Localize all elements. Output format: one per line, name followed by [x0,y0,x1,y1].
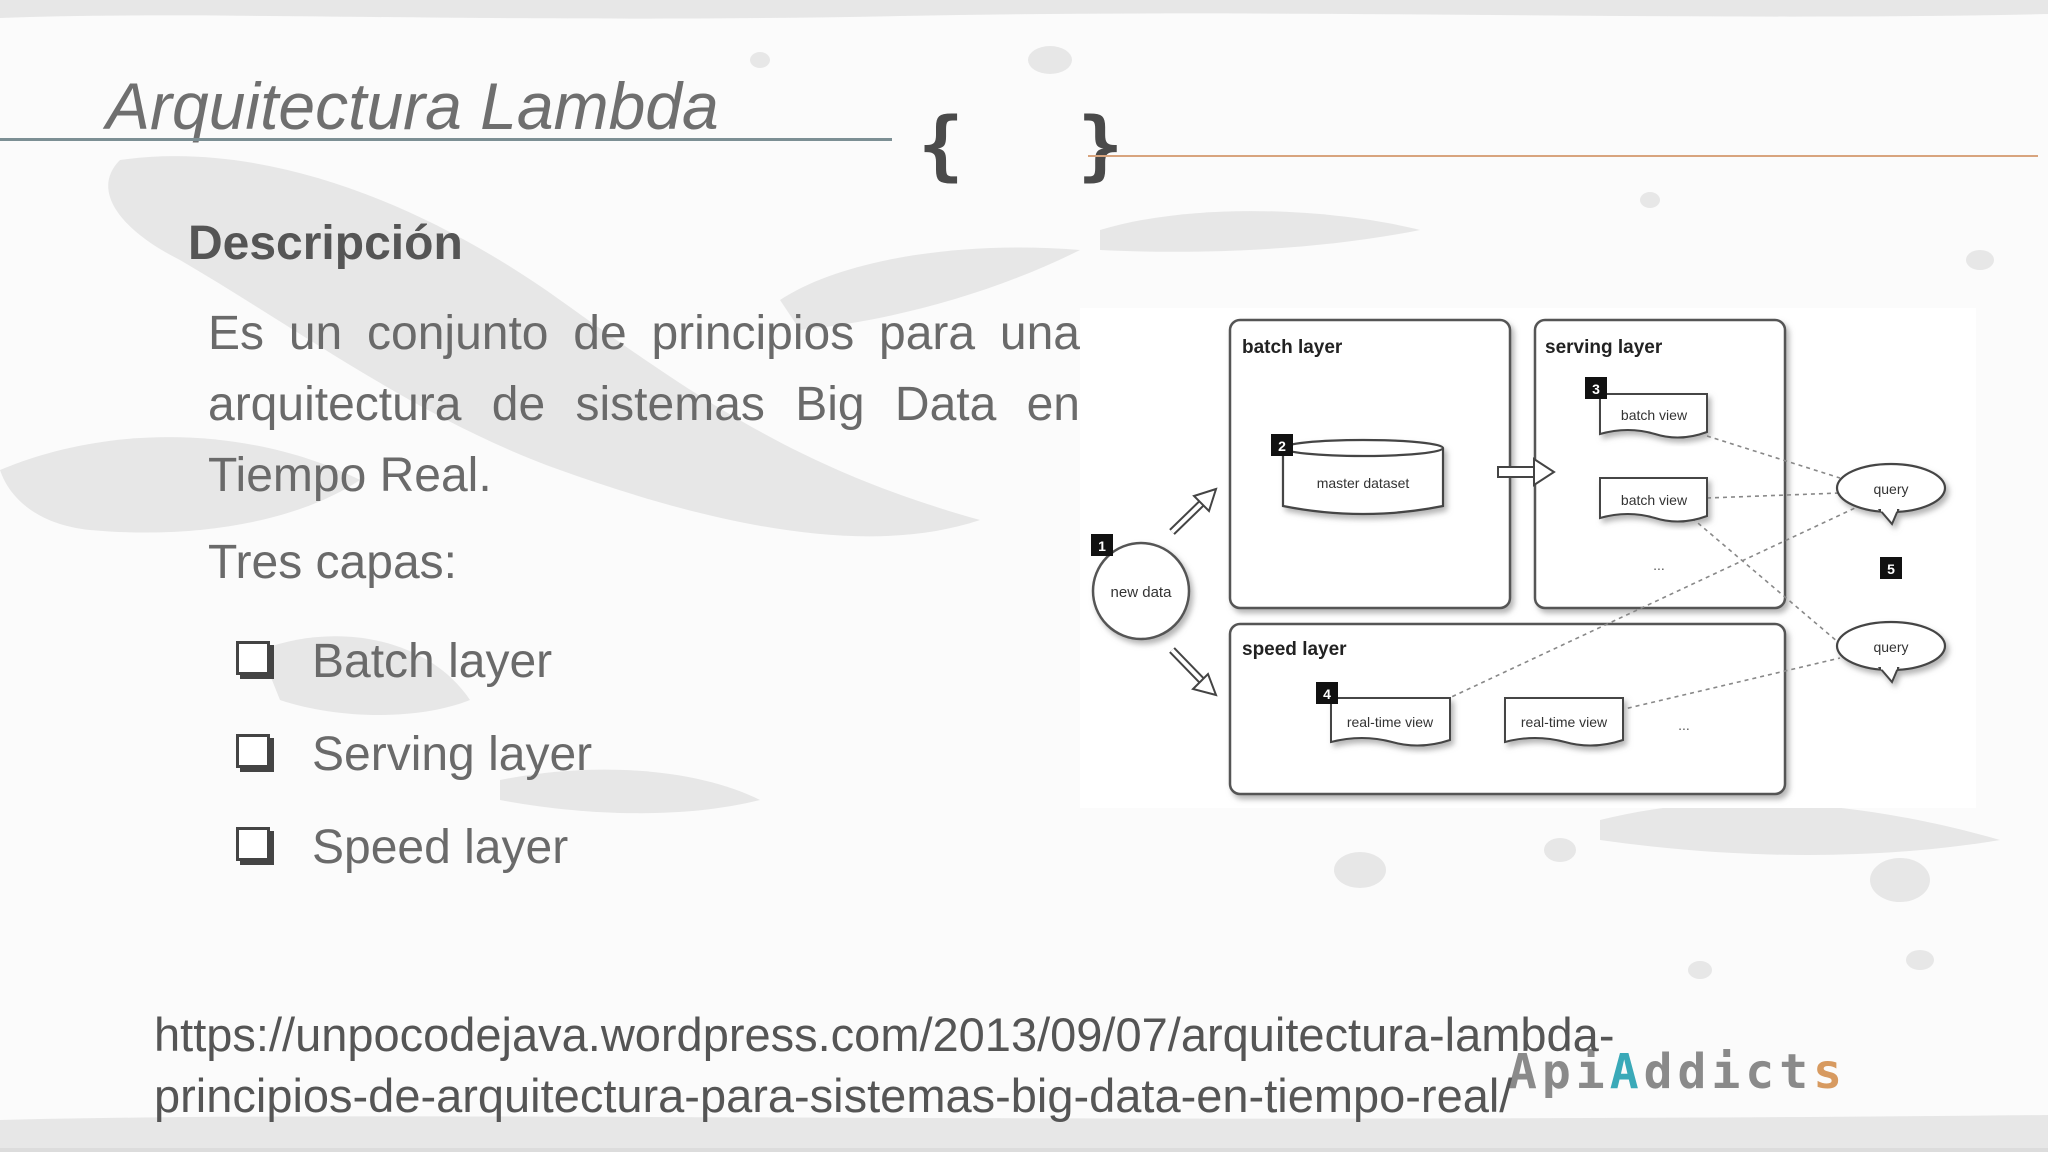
serving-layer-label: serving layer [1545,337,1663,358]
realtime-view-2-label: real-time view [1521,714,1608,730]
slide-title: Arquitectura Lambda [106,69,719,143]
realtime-view-1 [1330,697,1451,747]
master-dataset-cylinder [1281,438,1445,516]
svg-text:1: 1 [1098,538,1106,554]
bullet-label: Serving layer [312,728,593,781]
apiaddicts-logo: ApiAddicts [1508,1044,1848,1100]
checkbox-bullet-icon [236,827,270,861]
marker-3: 3 [1585,377,1607,399]
layers-intro: Tres capas: [208,536,457,589]
master-dataset-label: master dataset [1317,475,1410,491]
query-bubble-2 [1835,620,1947,684]
source-link[interactable]: https://unpocodejava.wordpress.com/2013/… [154,1004,1614,1126]
source-link-line-2[interactable]: principios-de-arquitectura-para-sistemas… [154,1069,1513,1122]
batch-layer-label: batch layer [1242,337,1343,358]
marker-1: 1 [1091,534,1113,556]
new-data-node [1091,541,1191,641]
batch-view-2-label: batch view [1621,492,1688,508]
checkbox-bullet-icon [236,641,270,675]
query-bubble-1 [1835,462,1947,526]
new-data-label: new data [1111,584,1173,601]
braces-icon: { } [918,100,1158,189]
bottom-border [0,1148,2048,1152]
serving-ellipsis: ... [1653,557,1665,573]
batch-view-1 [1599,393,1708,439]
new-data-arrows [1169,487,1218,697]
bullet-label: Speed layer [312,821,569,874]
query-1-label: query [1873,481,1908,497]
realtime-view-1-label: real-time view [1347,714,1434,730]
query-2-label: query [1873,639,1908,655]
checkbox-bullet-icon [236,734,270,768]
batch-view-2 [1599,477,1708,523]
batch-view-1-label: batch view [1621,407,1688,423]
marker-5: 5 [1880,557,1902,579]
speed-ellipsis: ... [1678,717,1690,733]
marker-4: 4 [1316,682,1338,704]
batch-to-serving-arrow [1497,457,1556,487]
marker-2: 2 [1271,434,1293,456]
title-underline [0,138,892,141]
header-divider [1088,155,2038,157]
svg-text:3: 3 [1592,381,1600,397]
bullet-speed-layer: Speed layer [236,820,568,875]
bullet-batch-layer: Batch layer [236,634,552,689]
lambda-architecture-diagram: batch layer serving layer speed layer ne… [1080,308,1976,808]
bullet-label: Batch layer [312,635,553,688]
svg-text:2: 2 [1278,438,1286,454]
query-connections [1444,435,1856,711]
speed-layer-label: speed layer [1242,639,1347,660]
svg-text:4: 4 [1323,686,1331,702]
bullet-serving-layer: Serving layer [236,727,592,782]
description-paragraph: Es un conjunto de principios para una ar… [208,307,1080,502]
source-link-line-1[interactable]: https://unpocodejava.wordpress.com/2013/… [154,1008,1615,1061]
realtime-view-2 [1504,697,1624,747]
section-heading: Descripción [188,217,463,270]
svg-text:5: 5 [1887,561,1895,577]
